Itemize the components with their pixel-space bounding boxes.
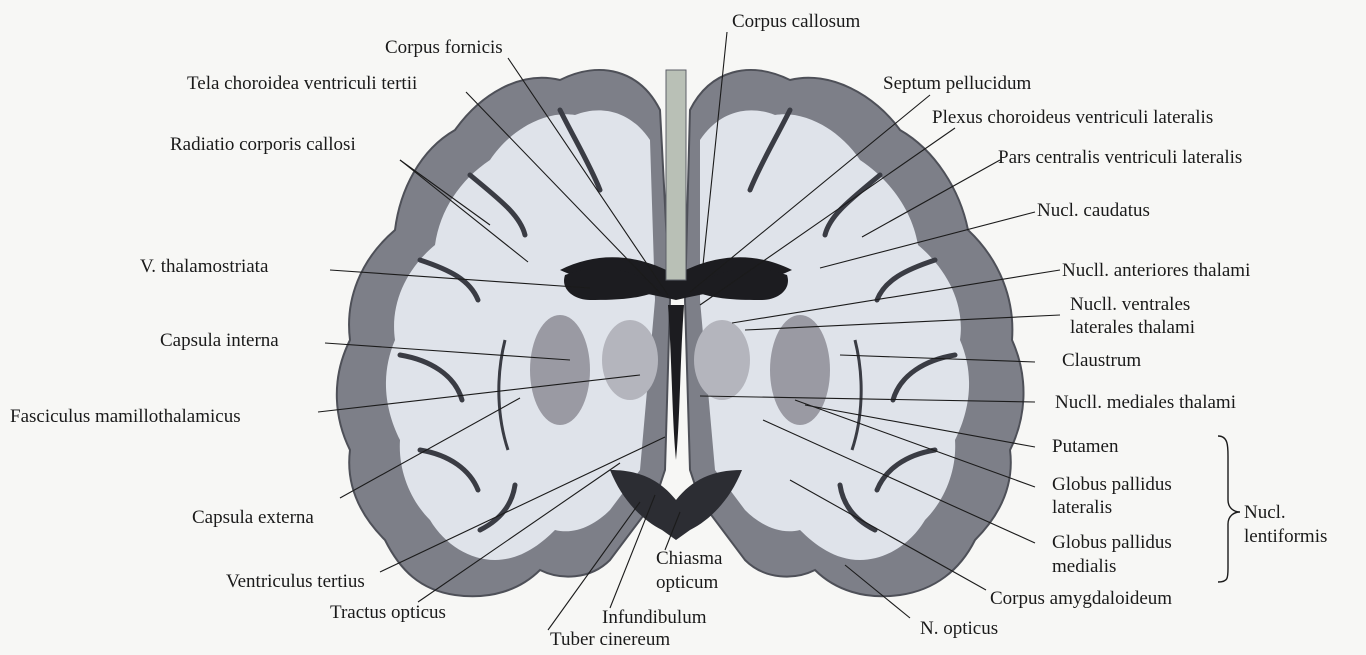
label-chiasma-opticum-line1: Chiasma: [656, 548, 723, 570]
lentiformis-bracket: [1218, 436, 1240, 582]
label-corpus-fornicis: Corpus fornicis: [385, 37, 503, 59]
label-nucll-anteriores: Nucll. anteriores thalami: [1062, 260, 1250, 282]
label-v-thalamostriata: V. thalamostriata: [140, 256, 268, 278]
longitudinal-fissure: [666, 70, 686, 280]
label-n-opticus: N. opticus: [920, 618, 998, 640]
label-nucll-ventrales-line2: laterales thalami: [1070, 317, 1195, 339]
label-globus-pallidus-lateralis-line2: lateralis: [1052, 497, 1112, 519]
label-nucl-lentiformis-line2: lentiformis: [1244, 526, 1327, 548]
label-tuber-cinereum: Tuber cinereum: [550, 629, 670, 651]
label-tela-choroidea: Tela choroidea ventriculi tertii: [187, 73, 417, 95]
label-putamen: Putamen: [1052, 436, 1119, 458]
label-corpus-callosum: Corpus callosum: [732, 11, 860, 33]
label-nucl-caudatus: Nucl. caudatus: [1037, 200, 1150, 222]
label-nucl-lentiformis-line1: Nucl.: [1244, 502, 1286, 524]
label-globus-pallidus-medialis-line2: medialis: [1052, 556, 1116, 578]
label-chiasma-opticum-line2: opticum: [656, 572, 718, 594]
label-nucll-ventrales-line1: Nucll. ventrales: [1070, 294, 1190, 316]
label-infundibulum: Infundibulum: [602, 607, 707, 629]
label-tractus-opticus: Tractus opticus: [330, 602, 446, 624]
label-radiatio-corporis-callosi: Radiatio corporis callosi: [170, 134, 356, 156]
label-globus-pallidus-lateralis-line1: Globus pallidus: [1052, 474, 1172, 496]
label-claustrum: Claustrum: [1062, 350, 1141, 372]
label-globus-pallidus-medialis-line1: Globus pallidus: [1052, 532, 1172, 554]
label-septum-pellucidum: Septum pellucidum: [883, 73, 1031, 95]
label-capsula-externa: Capsula externa: [192, 507, 314, 529]
label-plexus-choroideus: Plexus choroideus ventriculi lateralis: [932, 107, 1213, 129]
label-capsula-interna: Capsula interna: [160, 330, 279, 352]
label-pars-centralis: Pars centralis ventriculi lateralis: [998, 147, 1242, 169]
label-ventriculus-tertius: Ventriculus tertius: [226, 571, 365, 593]
label-nucll-mediales: Nucll. mediales thalami: [1055, 392, 1236, 414]
label-fasciculus-mamillothalamicus: Fasciculus mamillothalamicus: [10, 406, 241, 428]
label-corpus-amygdaloideum: Corpus amygdaloideum: [990, 588, 1172, 610]
